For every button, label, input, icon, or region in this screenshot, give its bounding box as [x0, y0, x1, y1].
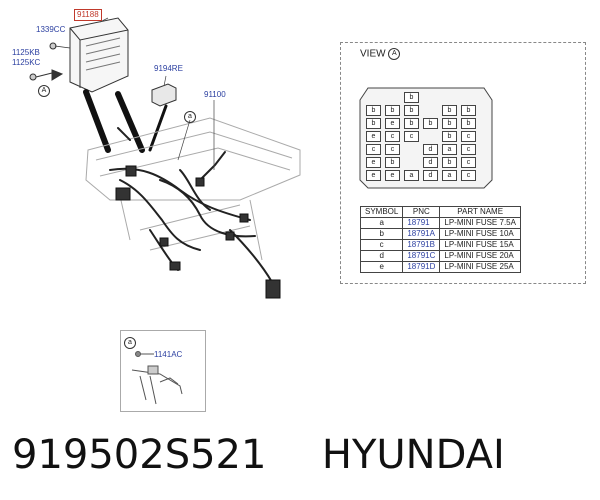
row-symbol: c — [359, 239, 404, 251]
row-pnc[interactable]: 18791 — [402, 217, 441, 229]
view-title: VIEW A — [360, 48, 401, 60]
part-label-bolt2: 1125KB — [12, 48, 40, 57]
fuse-slot: e — [366, 170, 381, 181]
fuse-slot: c — [366, 144, 381, 155]
row-pnc[interactable]: 18791C — [402, 250, 441, 262]
table-row: d 18791C LP-MINI FUSE 20A — [359, 250, 521, 262]
row-part-name: LP-MINI FUSE 25A — [439, 261, 521, 273]
harness-trunk — [83, 89, 168, 153]
table-row: a 18791 LP-MINI FUSE 7.5A — [359, 217, 521, 229]
header-symbol: SYMBOL — [359, 206, 404, 218]
fuse-slot: e — [385, 170, 400, 181]
fuse-slot: c — [404, 131, 419, 142]
dashboard-outline — [85, 117, 301, 261]
row-part-name: LP-MINI FUSE 15A — [439, 239, 521, 251]
fuse-slot: b — [442, 131, 457, 142]
callout-a-marker: a — [184, 108, 196, 126]
row-part-name: LP-MINI FUSE 20A — [439, 250, 521, 262]
part-label-detail: 1141AC — [154, 350, 183, 359]
footer: 919502S521 HYUNDAI — [12, 432, 505, 478]
fuse-slot: b — [385, 157, 400, 168]
footer-brand: HYUNDAI — [321, 432, 505, 478]
view-a-marker: A — [38, 82, 50, 100]
view-a-callout: A — [38, 84, 50, 97]
part-label-relay: 9194RE — [154, 64, 183, 73]
fuse-slot: e — [385, 118, 400, 129]
row-symbol: d — [359, 250, 404, 262]
row-pnc[interactable]: 18791B — [402, 239, 441, 251]
fuse-slot: b — [366, 118, 381, 129]
fuse-slot: b — [366, 105, 381, 116]
fuse-slot: b — [404, 92, 419, 103]
fuse-slot: c — [385, 144, 400, 155]
relay-9194re — [151, 83, 177, 107]
view-title-text: VIEW — [360, 48, 386, 60]
part-label-harness: 91100 — [204, 90, 226, 99]
fuse-slot: b — [461, 118, 476, 129]
detail-a-marker: a — [124, 334, 136, 352]
row-symbol: b — [359, 228, 404, 240]
header-part-name: PART NAME — [439, 206, 521, 218]
connectors — [115, 165, 281, 299]
detail-a-callout: a — [124, 336, 136, 349]
fuse-slot: a — [404, 170, 419, 181]
fuse-slot: b — [404, 105, 419, 116]
fuse-slot: b — [385, 105, 400, 116]
row-symbol: a — [359, 217, 404, 229]
table-row: c 18791B LP-MINI FUSE 15A — [359, 239, 521, 251]
fuse-slot: d — [423, 144, 438, 155]
fuse-slot: b — [461, 105, 476, 116]
fuse-slot: b — [423, 118, 438, 129]
row-pnc[interactable]: 18791D — [402, 261, 441, 273]
fuse-slot: c — [461, 131, 476, 142]
parts-table: SYMBOL PNC PART NAME a 18791 LP-MINI FUS… — [359, 206, 521, 273]
row-part-name: LP-MINI FUSE 7.5A — [439, 217, 521, 229]
fuse-slot: a — [442, 170, 457, 181]
fuse-slot: c — [461, 144, 476, 155]
footer-part-number: 919502S521 — [12, 432, 267, 478]
bolts-1125 — [29, 69, 64, 81]
fuse-slot: c — [461, 170, 476, 181]
fuse-slot: c — [461, 157, 476, 168]
fuse-slot: e — [366, 157, 381, 168]
detail-a-panel — [120, 330, 206, 412]
row-pnc[interactable]: 18791A — [402, 228, 441, 240]
detail-a-drawing — [131, 351, 183, 405]
fuse-slot: b — [442, 118, 457, 129]
fuse-slot: d — [423, 157, 438, 168]
callout-a: a — [184, 110, 196, 123]
fuse-slot: a — [442, 144, 457, 155]
table-row: b 18791A LP-MINI FUSE 10A — [359, 228, 521, 240]
fuse-slot: b — [442, 105, 457, 116]
header-pnc: PNC — [402, 206, 441, 218]
fuse-slot: e — [366, 131, 381, 142]
part-label-bolt3: 1125KC — [12, 58, 41, 67]
wiring-diagram — [29, 17, 301, 299]
view-title-callout: A — [388, 48, 401, 60]
fuse-slot: c — [385, 131, 400, 142]
row-symbol: e — [359, 261, 404, 273]
parts-table-header: SYMBOL PNC PART NAME — [359, 206, 521, 218]
part-label-bolt1: 1339CC — [36, 25, 66, 34]
junction-box — [69, 17, 129, 93]
row-part-name: LP-MINI FUSE 10A — [439, 228, 521, 240]
fuse-slot: b — [404, 118, 419, 129]
table-row: e 18791D LP-MINI FUSE 25A — [359, 261, 521, 273]
fuse-slot: b — [442, 157, 457, 168]
view-a-panel — [340, 42, 586, 284]
fuse-slot: d — [423, 170, 438, 181]
part-label-main: 91188 — [74, 9, 102, 21]
